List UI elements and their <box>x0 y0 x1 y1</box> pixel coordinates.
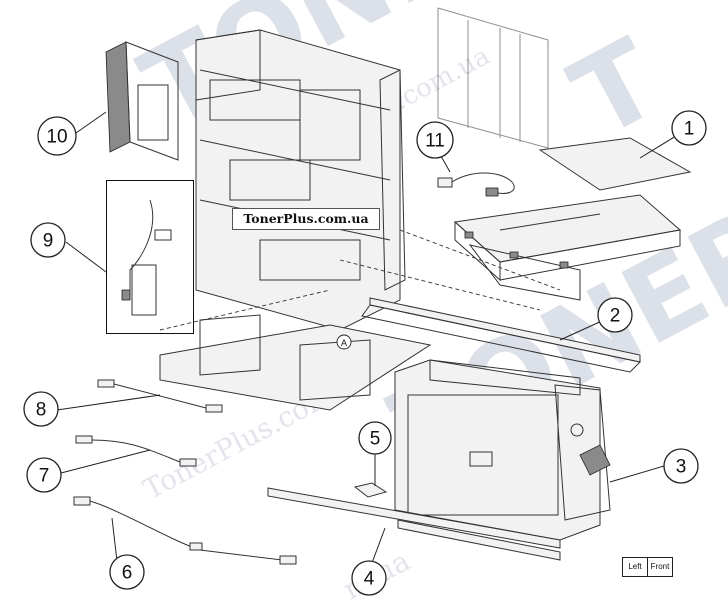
part-9-harness-detail <box>121 199 172 316</box>
callout-1: 1 <box>671 110 707 146</box>
part-9-inset-frame <box>106 180 194 334</box>
watermark-site-2: .com.ua <box>389 41 495 116</box>
callout-9: 9 <box>30 222 66 258</box>
part-6-harness <box>73 496 297 565</box>
svg-text:4: 4 <box>364 569 375 590</box>
reference-marker-a: A <box>336 334 352 350</box>
callout-10: 10 <box>37 116 77 156</box>
part-2-rail <box>361 297 642 373</box>
part-10-side-cover <box>105 41 179 161</box>
part-4-lower-rail <box>267 487 561 561</box>
legend-front-label: Front <box>647 557 673 577</box>
svg-text:7: 7 <box>39 466 50 487</box>
svg-text:5: 5 <box>370 429 381 450</box>
callout-4: 4 <box>351 560 387 596</box>
leader-lines <box>56 111 690 572</box>
callout-5: 5 <box>358 421 392 455</box>
svg-text:2: 2 <box>610 306 621 327</box>
svg-text:11: 11 <box>425 131 445 152</box>
svg-text:10: 10 <box>46 127 67 148</box>
base-plate <box>159 229 561 411</box>
svg-text:A: A <box>341 338 347 348</box>
callout-7: 7 <box>26 457 62 493</box>
part-5-bracket <box>353 482 388 498</box>
callout-6: 6 <box>109 554 145 590</box>
part-7-harness <box>75 435 197 467</box>
svg-text:3: 3 <box>676 457 687 478</box>
orientation-legend: Left Front <box>622 553 673 577</box>
part-1-output-tray <box>453 137 692 301</box>
site-banner: TonerPlus.com.ua <box>232 208 380 230</box>
legend-left-label: Left <box>622 557 648 577</box>
part-8-harness <box>97 379 223 413</box>
callout-11: 11 <box>416 121 454 159</box>
part-11-cable <box>437 172 515 197</box>
svg-text:9: 9 <box>43 231 54 252</box>
part-3-stapler-unit <box>394 359 611 541</box>
callouts: 1 2 3 4 5 6 7 8 9 10 11 <box>23 110 707 596</box>
main-frame <box>195 29 406 331</box>
svg-text:8: 8 <box>36 400 47 421</box>
svg-text:6: 6 <box>122 563 133 584</box>
callout-3: 3 <box>663 448 699 484</box>
callout-8: 8 <box>23 391 59 427</box>
back-panel <box>437 7 549 149</box>
callout-2: 2 <box>597 297 633 333</box>
svg-text:1: 1 <box>684 119 695 140</box>
